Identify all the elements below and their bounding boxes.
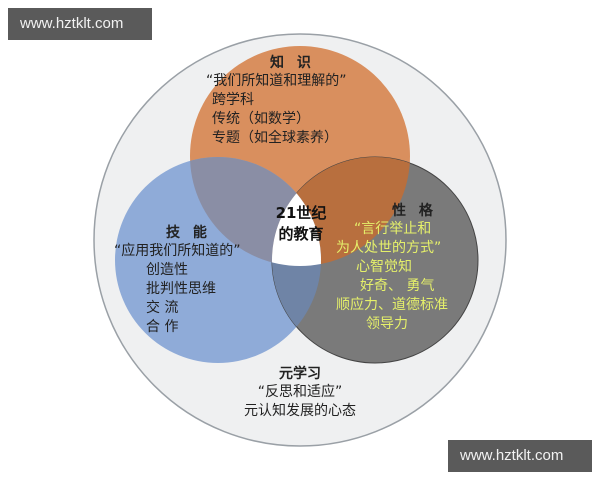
- character-line: “言行举止和: [354, 221, 432, 237]
- skills-line: 合 作: [146, 319, 179, 335]
- center-line-2: 的教育: [278, 225, 324, 243]
- meta-learning-title: 元学习: [279, 366, 321, 382]
- skills-line: 交 流: [146, 300, 179, 316]
- character-line: 好奇、 勇气: [360, 278, 435, 294]
- watermark-bottom: www.hztklt.com: [448, 440, 592, 472]
- character-line: 为人处世的方式”: [336, 240, 442, 256]
- meta-learning-line: 元认知发展的心态: [244, 403, 356, 419]
- center-line-1: 21世纪: [275, 204, 327, 222]
- character-title: 性 格: [392, 203, 437, 219]
- character-line: 领导力: [366, 316, 408, 332]
- character-line: 顺应力、道德标准: [336, 297, 448, 313]
- skills-title: 技 能: [166, 225, 211, 241]
- knowledge-line: 专题（如全球素养）: [212, 130, 338, 146]
- skills-line: 创造性: [146, 262, 188, 278]
- center-label: 21世纪 的教育: [263, 203, 339, 245]
- skills-line: “应用我们所知道的”: [114, 243, 241, 259]
- skills-block: 技 能 “应用我们所知道的” 创造性 批判性思维 交 流 合 作: [114, 222, 241, 337]
- knowledge-line: 传统（如数学）: [212, 111, 310, 127]
- knowledge-block: 知 识 “我们所知道和理解的” 跨学科 传统（如数学） 专题（如全球素养）: [206, 52, 347, 148]
- meta-learning-block: 元学习 “反思和适应” 元认知发展的心态: [225, 363, 375, 421]
- character-block: 性 格 “言行举止和 为人处世的方式” 心智觉知 好奇、 勇气 顺应力、道德标准…: [336, 200, 448, 334]
- character-line: 心智觉知: [356, 259, 412, 275]
- skills-line: 批判性思维: [146, 281, 216, 297]
- knowledge-title: 知 识: [270, 55, 315, 71]
- meta-learning-line: “反思和适应”: [257, 384, 343, 400]
- knowledge-line: “我们所知道和理解的”: [206, 73, 347, 89]
- knowledge-line: 跨学科: [212, 92, 254, 108]
- watermark-top: www.hztklt.com: [8, 8, 152, 40]
